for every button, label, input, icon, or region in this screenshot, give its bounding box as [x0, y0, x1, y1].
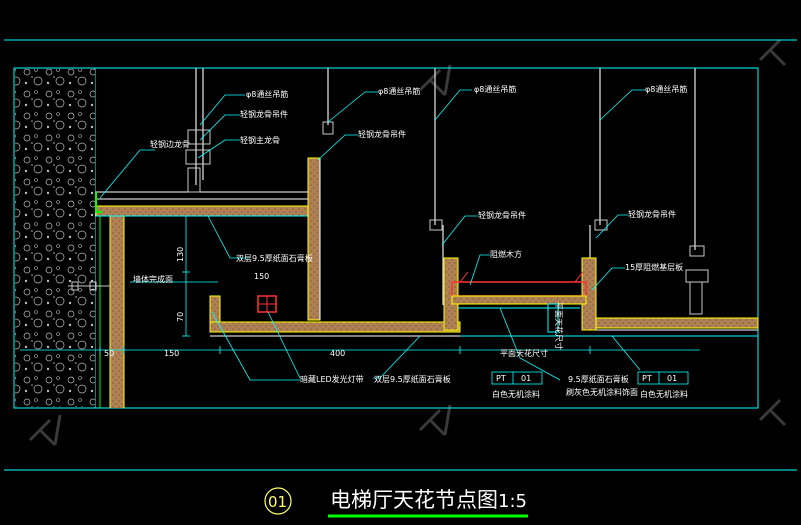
label-hanger-b: 轻钢龙骨吊件	[358, 129, 406, 139]
dim-130: 130	[176, 247, 185, 262]
dim-400: 400	[330, 349, 345, 358]
drawing-title: 电梯厅天花节点图	[330, 488, 498, 512]
concrete-wall	[15, 69, 95, 407]
label-rod-d: φ8通丝吊筋	[645, 84, 687, 94]
pt-code-a: PT	[496, 374, 506, 383]
drawing-scale: 1:5	[498, 491, 527, 512]
watermark	[28, 38, 787, 447]
label-base-board: 15厚阻燃基层板	[625, 262, 683, 272]
label-hanger-d: 轻钢龙骨吊件	[628, 209, 676, 219]
label-hanger-a: 轻钢龙骨吊件	[240, 109, 288, 119]
pt-desc-a: 白色无机涂料	[492, 389, 540, 399]
label-led-strip: 暗藏LED发光灯带	[300, 374, 364, 384]
dim-50: 50	[104, 349, 114, 358]
wall-finish-layer	[99, 214, 125, 408]
title-block: 01 电梯厅天花节点图 1:5	[264, 487, 528, 518]
dim-150-bottom: 150	[164, 349, 179, 358]
fire-wood-box	[451, 271, 587, 333]
anchor-bolt	[68, 281, 110, 291]
label-double-gypsum-b: 双层9.5厚纸面石膏板	[374, 374, 451, 384]
label-gypsum-board: 9.5厚纸面石膏板	[568, 374, 629, 384]
label-paint-note: 刷灰色无机涂料饰面	[566, 387, 638, 397]
led-fixture	[257, 295, 277, 313]
label-wall-finish: 墙体完成面	[133, 274, 173, 284]
dim-70: 70	[176, 312, 185, 322]
label-double-gypsum-a: 双层9.5厚纸面石膏板	[236, 253, 313, 263]
label-rod-b: φ8通丝吊筋	[378, 86, 420, 96]
pt-num-a: 01	[521, 374, 531, 383]
dimension-lines	[20, 215, 700, 354]
label-fire-wood: 阻燃木方	[490, 249, 522, 259]
label-flat-ceiling: 平面天花尺寸	[500, 348, 548, 358]
dim-150-top: 150	[254, 272, 269, 281]
label-rod-c: φ8通丝吊筋	[474, 84, 516, 94]
leader-lines	[99, 89, 645, 381]
upper-drop	[307, 157, 321, 321]
pt-tag-b: PT 01 白色无机涂料	[637, 371, 689, 399]
label-side-keel: 轻钢边龙骨	[150, 139, 190, 149]
pt-code-b: PT	[642, 374, 652, 383]
pt-tag-a: PT 01 白色无机涂料	[491, 371, 543, 399]
drawing-number: 01	[268, 493, 287, 511]
rod-hangers	[185, 121, 709, 315]
label-main-keel: 轻钢主龙骨	[240, 135, 280, 145]
pt-num-b: 01	[667, 374, 677, 383]
label-vertical-note: 平面天花尺寸	[554, 302, 564, 350]
upper-ceiling	[95, 191, 319, 217]
pt-desc-b: 白色无机涂料	[640, 389, 688, 399]
label-hanger-c: 轻钢龙骨吊件	[478, 210, 526, 220]
lower-ceiling	[209, 257, 759, 337]
label-rod-a: φ8通丝吊筋	[246, 89, 288, 99]
